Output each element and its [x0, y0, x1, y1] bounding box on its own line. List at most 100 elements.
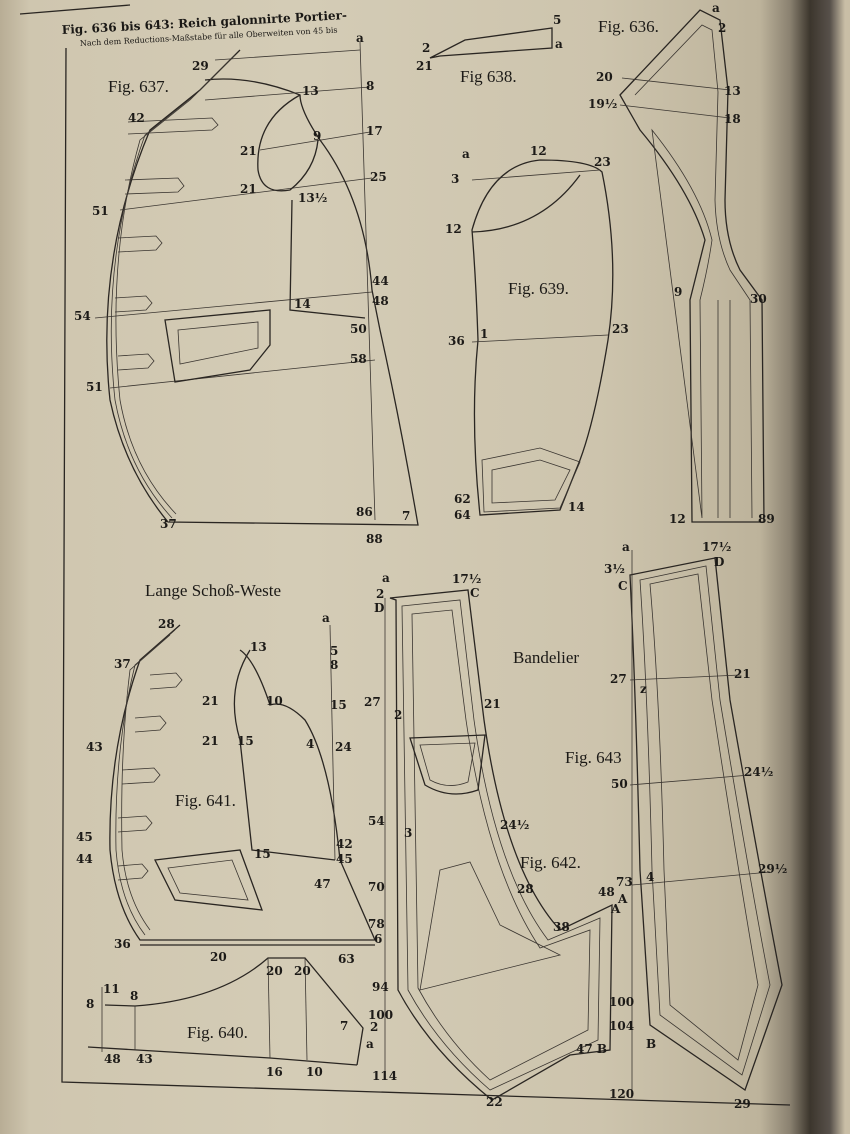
measurement-label: 28	[158, 617, 175, 631]
fig-638-shape	[429, 27, 553, 59]
measurement-label: 2	[370, 1020, 378, 1034]
measurement-label: 51	[92, 204, 109, 218]
fig-637-shape	[94, 41, 419, 526]
measurement-label: 19½	[588, 97, 617, 111]
measurement-label: 29	[192, 59, 209, 73]
measurement-label: 42	[336, 837, 353, 851]
measurement-label: 47 B	[576, 1042, 607, 1056]
measurement-label: 104	[609, 1019, 634, 1033]
measurement-label: 13	[250, 640, 267, 654]
measurement-label: 13	[302, 84, 319, 98]
measurement-label: 43	[136, 1052, 153, 1066]
measurement-label: 50	[611, 777, 628, 791]
measurement-label: 15	[237, 734, 254, 748]
measurement-label: 2	[376, 587, 384, 601]
measurement-label: 21	[734, 667, 751, 681]
measurement-label: a	[356, 31, 364, 45]
measurement-label: 14	[568, 500, 585, 514]
fig-638-title: Fig 638.	[460, 67, 517, 86]
measurement-label: 8	[130, 989, 138, 1003]
measurement-label: 100	[609, 995, 634, 1009]
measurement-label: 1	[480, 327, 488, 341]
fig-637-title: Fig. 637.	[108, 77, 169, 96]
measurement-label: 54	[74, 309, 91, 323]
measurement-label: 37	[114, 657, 131, 671]
fig-641-shape	[109, 624, 376, 946]
measurement-label: 51	[86, 380, 103, 394]
measurement-label: 48	[598, 885, 615, 899]
measurement-label: 12	[669, 512, 686, 526]
measurement-label: 15	[254, 847, 271, 861]
measurement-label: 7	[340, 1019, 348, 1033]
measurement-label: 21	[202, 694, 219, 708]
measurement-label: 45	[76, 830, 93, 844]
measurement-label: 38	[553, 920, 570, 934]
measurement-label: 20	[210, 950, 227, 964]
measurement-label: 24	[335, 740, 352, 754]
fig-643-title: Fig. 643	[565, 748, 622, 767]
measurement-label: 23	[594, 155, 611, 169]
measurement-label: 9	[313, 129, 321, 143]
measurement-label: 13	[724, 84, 741, 98]
measurement-label: 24½	[744, 765, 773, 779]
measurement-label: 5	[553, 13, 561, 27]
measurement-label: 21	[240, 182, 257, 196]
measurement-label: 8	[86, 997, 94, 1011]
measurement-label: 54	[368, 814, 385, 828]
measurement-label: 29½	[758, 862, 787, 876]
measurement-label: B	[646, 1037, 656, 1051]
measurement-label: a	[322, 611, 330, 625]
measurement-label: 42	[128, 111, 145, 125]
measurement-label: 29	[734, 1097, 751, 1111]
measurement-label: 37	[160, 517, 177, 531]
measurement-label: a	[622, 540, 630, 554]
measurement-label: 64	[454, 508, 471, 522]
fig-642-shape	[384, 589, 613, 1101]
measurement-label: 17½	[452, 572, 481, 586]
measurement-label: 2	[718, 21, 726, 35]
measurement-label: a	[712, 1, 720, 15]
measurement-label: 15	[330, 698, 347, 712]
measurement-label: a	[462, 147, 470, 161]
measurement-label: 2	[422, 41, 430, 55]
header-rule	[19, 4, 131, 15]
measurement-label: 20	[266, 964, 283, 978]
measurement-label: 3	[451, 172, 459, 186]
measurement-label: a	[382, 571, 390, 585]
measurement-label: 13½	[298, 191, 327, 205]
fig-641-caption: Lange Schoß-Weste	[145, 581, 281, 600]
measurement-label: 18	[724, 112, 741, 126]
page-frame	[61, 47, 791, 1106]
measurement-label: 62	[454, 492, 471, 506]
fig-642-title: Fig. 642.	[520, 853, 581, 872]
measurement-label: 14	[294, 297, 311, 311]
measurement-label: 47	[314, 877, 331, 891]
measurement-label: 27	[610, 672, 627, 686]
fig-640-shape	[87, 957, 364, 1066]
measurement-label: 36	[448, 334, 465, 348]
measurement-label: a	[555, 37, 563, 51]
measurement-label: 73	[616, 875, 633, 889]
measurement-label: 4	[306, 737, 314, 751]
measurement-label: A	[617, 892, 628, 906]
measurement-label: 17½	[702, 540, 731, 554]
fig-636-shape	[619, 9, 765, 523]
measurement-label: 5	[330, 644, 338, 658]
measurement-label: 44	[372, 274, 389, 288]
measurement-label: 86	[356, 505, 373, 519]
measurement-label: 30	[750, 292, 767, 306]
measurement-label: 21	[416, 59, 433, 73]
measurement-label: 44	[76, 852, 93, 866]
measurement-label: 7	[402, 509, 410, 523]
measurement-label: 120	[609, 1087, 634, 1101]
measurement-label: 58	[350, 352, 367, 366]
measurement-label: 45	[336, 852, 353, 866]
measurement-label: A	[610, 902, 621, 916]
measurement-label: 21	[240, 144, 257, 158]
measurement-label: 20	[294, 964, 311, 978]
measurement-label: 10	[306, 1065, 323, 1079]
measurement-label: z	[640, 682, 647, 696]
measurement-label: 16	[266, 1065, 283, 1079]
